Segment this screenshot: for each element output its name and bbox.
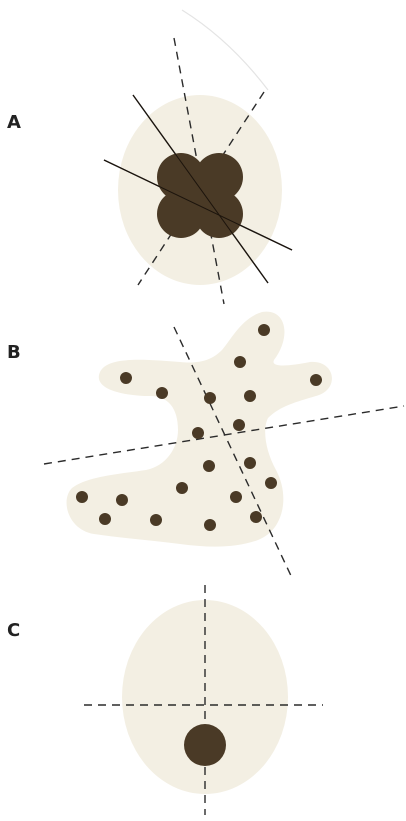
panel-a: A [7,38,292,304]
panel-label-c: C [7,620,20,641]
panel-b: B [7,312,404,580]
panel-a-lobe-core [180,176,220,216]
top-artifact-curve [182,10,268,90]
panel-c: C [7,585,323,815]
panel-label-b: B [7,342,21,363]
panel-label-a: A [7,112,21,133]
panel-c-dark-body [184,724,226,766]
